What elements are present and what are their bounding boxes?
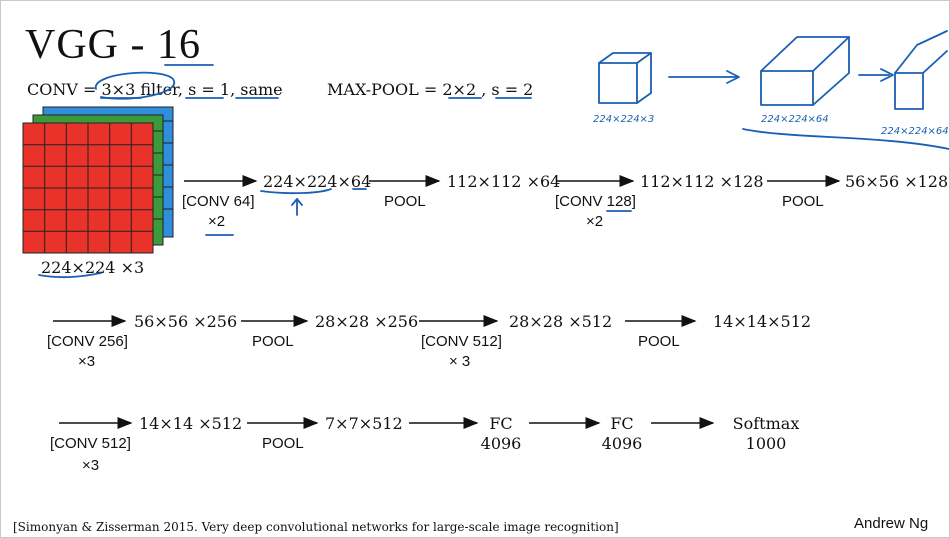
op-r1-n4: POOL <box>782 193 824 210</box>
handwriting-1: 224×224×3 <box>593 114 654 125</box>
sub-r3-n3: 4096 <box>480 434 522 453</box>
rep-r3-n1: ×3 <box>82 457 100 474</box>
shape-r3-n2: 7×7×512 <box>325 414 403 433</box>
shape-r2-n1: 56×56 ×256 <box>134 312 238 331</box>
op-r2-n3: [CONV 512] <box>421 333 502 350</box>
op-r3-n1: [CONV 512] <box>50 435 131 452</box>
sub-r3-n5: 1000 <box>745 434 787 453</box>
rep-r1-n1: ×2 <box>208 213 226 230</box>
shape-r2-n2: 28×28 ×256 <box>315 312 419 331</box>
rep-r2-n3: × 3 <box>449 353 471 370</box>
shape-r2-n3: 28×28 ×512 <box>509 312 613 331</box>
handwriting-3: 224×224×64 <box>881 126 949 137</box>
rep-r2-n1: ×3 <box>78 353 96 370</box>
sub-r3-n4: 4096 <box>601 434 643 453</box>
citation: [Simonyan & Zisserman 2015. Very deep co… <box>13 520 619 534</box>
page-title: VGG - 16 <box>25 22 201 68</box>
op-r2-n4: POOL <box>638 333 680 350</box>
op-r1-n2: POOL <box>384 193 426 210</box>
conv-spec: CONV = 3×3 filter, s = 1, same <box>27 80 283 99</box>
input-shape-label: 224×224 ×3 <box>41 258 145 277</box>
op-r1-n3: [CONV 128] <box>555 193 636 210</box>
op-r3-n2: POOL <box>262 435 304 452</box>
shape-r1-n3: 112×112 ×128 <box>640 172 764 191</box>
handwriting-2: 224×224×64 <box>761 114 829 125</box>
op-r2-n1: [CONV 256] <box>47 333 128 350</box>
shape-r1-n4: 56×56 ×128 <box>845 172 949 191</box>
shape-r3-n4: FC <box>610 414 634 433</box>
shape-r3-n3: FC <box>489 414 513 433</box>
rep-r1-n3: ×2 <box>586 213 604 230</box>
pool-spec: MAX-POOL = 2×2 , s = 2 <box>327 80 534 99</box>
shape-r1-n2: 112×112 ×64 <box>447 172 561 191</box>
shape-r1-n1: 224×224×64 <box>263 172 372 191</box>
shape-r3-n5: Softmax <box>732 414 800 433</box>
op-r2-n2: POOL <box>252 333 294 350</box>
shape-r3-n1: 14×14 ×512 <box>139 414 243 433</box>
author-label: Andrew Ng <box>854 515 929 532</box>
shape-r2-n4: 14×14×512 <box>713 312 812 331</box>
op-r1-n1: [CONV 64] <box>182 193 255 210</box>
